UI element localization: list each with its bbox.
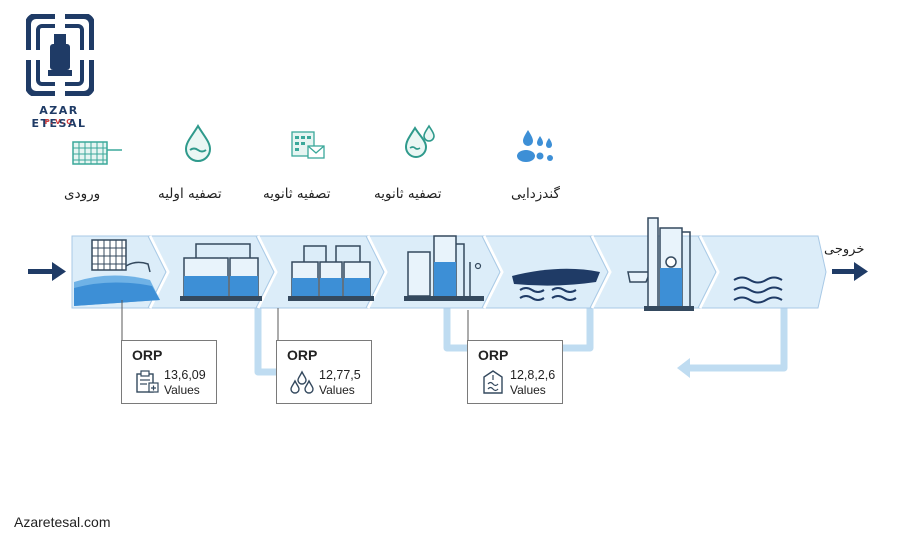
stage-label-disinfection: گندزدایی (511, 186, 560, 202)
stage-label-secondary-2: تصفیه ثانویه (374, 186, 442, 202)
orp-value: 12,8,2,6 (510, 368, 556, 382)
droplets-icon (290, 370, 314, 394)
exit-label: خروجی (824, 242, 865, 257)
primary-tanks-icon (180, 243, 262, 301)
disinfection-unit-icon (627, 217, 694, 311)
orp-panel-1: ORP 13,6,09 Values (121, 340, 217, 404)
orp-value: 13,6,09 (164, 368, 206, 382)
clipboard-icon (136, 370, 159, 393)
orp-value: 12,77,5 (319, 368, 361, 382)
stage-label-secondary: تصفیه ثانویه (263, 186, 331, 202)
orp-panel-2: ORP 12,77,5 Values (276, 340, 372, 404)
clarifier-icon (404, 235, 484, 301)
screen-filter-icon (72, 141, 122, 165)
water-drop-icon (184, 124, 212, 162)
orp-title: ORP (478, 347, 509, 363)
sludge-icon (483, 370, 503, 394)
website-link[interactable]: Azaretesal.com (14, 514, 111, 530)
stage-label-inlet: ورودی (64, 186, 101, 202)
orp-panel-3: ORP 12,8,2,6 Values (467, 340, 563, 404)
brand-sub: P.V.C (44, 118, 74, 126)
orp-unit: Values (510, 383, 546, 397)
orp-connectors (121, 300, 469, 340)
orp-unit: Values (164, 383, 200, 397)
outlet-arrow-icon (832, 262, 868, 281)
brand-name: AZAR ETESAL (31, 104, 87, 130)
inlet-arrow-icon (28, 262, 66, 281)
water-drop-icon (404, 124, 435, 158)
outlet-waves-icon (733, 276, 783, 304)
logo-mark-icon (26, 14, 94, 96)
orp-title: ORP (287, 347, 318, 363)
orp-unit: Values (319, 383, 355, 397)
orp-title: ORP (132, 347, 163, 363)
bar-screen-icon (91, 239, 151, 273)
document-mail-icon (291, 131, 325, 159)
lagoon-icon (512, 268, 600, 301)
droplets-icon (517, 130, 553, 162)
secondary-tanks-icon (288, 245, 374, 301)
return-arrow-icon (677, 358, 690, 378)
stage-label-primary: تصفیه اولیه (158, 186, 222, 202)
